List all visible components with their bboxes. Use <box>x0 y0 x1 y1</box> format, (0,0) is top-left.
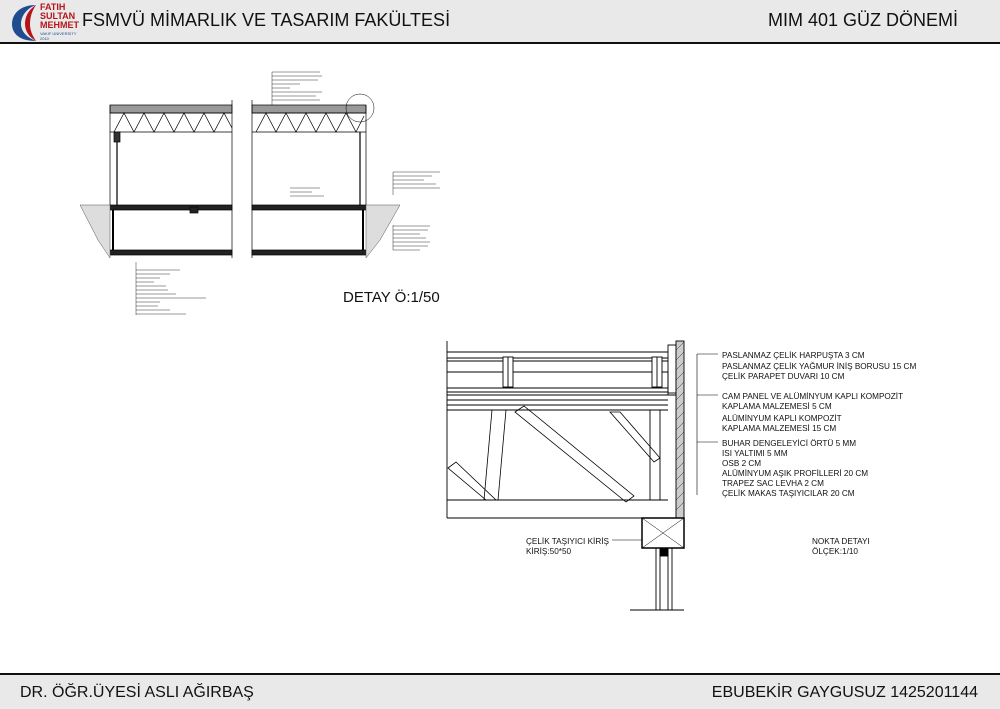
label-cladding-15: KAPLAMA MALZEMESİ 15 CM <box>722 423 836 433</box>
label-trapez: TRAPEZ SAC LEVHA 2 CM <box>722 479 824 488</box>
student-name: EBUBEKİR GAYGUSUZ 1425201144 <box>711 684 978 701</box>
detail-title: NOKTA DETAYI <box>812 537 870 546</box>
label-harpusta: PASLANMAZ ÇELİK HARPUŞTA 3 CM <box>722 350 865 360</box>
faculty-title: FSMVÜ MİMARLIK VE TASARIM FAKÜLTESİ <box>82 10 451 30</box>
course-term: MIM 401 GÜZ DÖNEMİ <box>767 10 958 30</box>
label-osb: OSB 2 CM <box>722 459 761 468</box>
footer-bar: DR. ÖĞR.ÜYESİ ASLI AĞIRBAŞ EBUBEKİR GAYG… <box>0 673 1000 709</box>
label-aluminium-composite: ALÜMİNYUM KAPLI KOMPOZİT <box>722 413 842 423</box>
beam-size-label: KİRİŞ:50*50 <box>526 546 572 556</box>
detail-scale: ÖLÇEK:1/10 <box>812 546 858 556</box>
beam-label: ÇELİK TAŞIYICI KİRİŞ <box>526 536 610 546</box>
section-drawing <box>79 71 440 315</box>
university-logo <box>12 5 36 41</box>
instructor-name: DR. ÖĞR.ÜYESİ ASLI AĞIRBAŞ <box>20 684 254 701</box>
label-truss: ÇELİK MAKAS TAŞIYICILAR 20 CM <box>722 488 855 498</box>
label-vapour-barrier: BUHAR DENGELEYİCİ ÖRTÜ 5 MM <box>722 438 856 448</box>
logo-text: FATIH SULTAN MEHMET <box>40 2 79 30</box>
label-parapet: ÇELİK PARAPET DUVARI 10 CM <box>722 371 845 381</box>
label-rain-pipe: PASLANMAZ ÇELİK YAĞMUR İNİŞ BORUSU 15 CM <box>722 361 916 371</box>
detail-label-list: PASLANMAZ ÇELİK HARPUŞTA 3 CM PASLANMAZ … <box>722 350 916 498</box>
section-caption: DETAY Ö:1/50 <box>343 288 440 306</box>
label-purlin: ALÜMİNYUM AŞIK PROFİLLERİ 20 CM <box>722 468 868 478</box>
label-insulation: ISI YALTIMI 5 MM <box>722 449 788 458</box>
node-detail-drawing <box>446 340 718 611</box>
label-cladding-5: KAPLAMA MALZEMESİ 5 CM <box>722 401 832 411</box>
label-glass-panel: CAM PANEL VE ALÜMİNYUM KAPLI KOMPOZİT <box>722 391 903 401</box>
